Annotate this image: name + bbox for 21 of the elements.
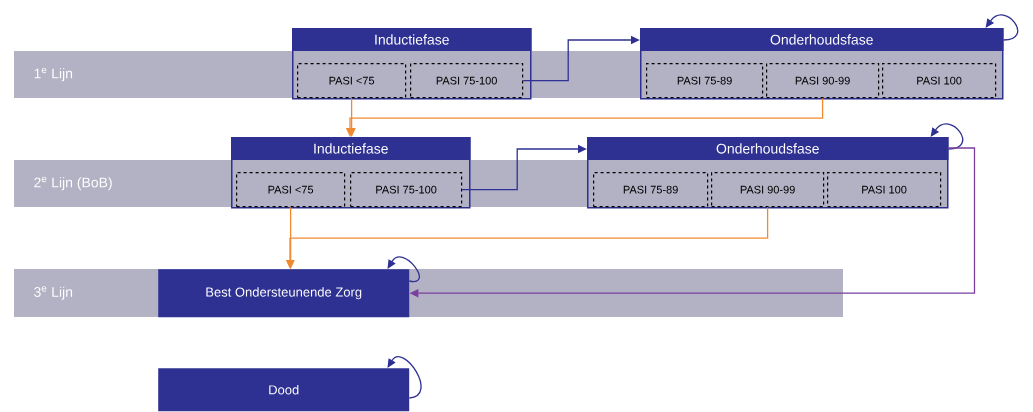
state-box: Dood	[158, 368, 410, 412]
score-box: PASI 75-89	[593, 172, 709, 208]
arrow	[930, 123, 964, 150]
score-box: PASI 75-100	[410, 63, 524, 99]
state-box: Best Ondersteunende Zorg	[158, 269, 410, 318]
score-box: PASI 100	[827, 172, 942, 208]
arrow	[522, 35, 640, 82]
score-box: PASI <75	[236, 172, 346, 208]
lane-label: 3$^{e}$ Lijn	[34, 286, 73, 300]
score-box: PASI 100	[882, 63, 997, 99]
arrow	[461, 144, 587, 191]
lane-label: 2$^{e}$ Lijn (BoB)	[34, 176, 112, 191]
score-box: PASI 75-100	[350, 172, 463, 208]
arrow	[985, 14, 1019, 41]
arrow	[387, 256, 420, 283]
lane-label: 1$^{e}$ Lijn	[34, 67, 73, 82]
score-box: PASI 90-99	[711, 172, 825, 208]
arrow	[387, 356, 422, 399]
score-box: PASI <75	[297, 63, 407, 99]
score-box: PASI 75-89	[646, 63, 764, 99]
score-box: PASI 90-99	[766, 63, 880, 99]
